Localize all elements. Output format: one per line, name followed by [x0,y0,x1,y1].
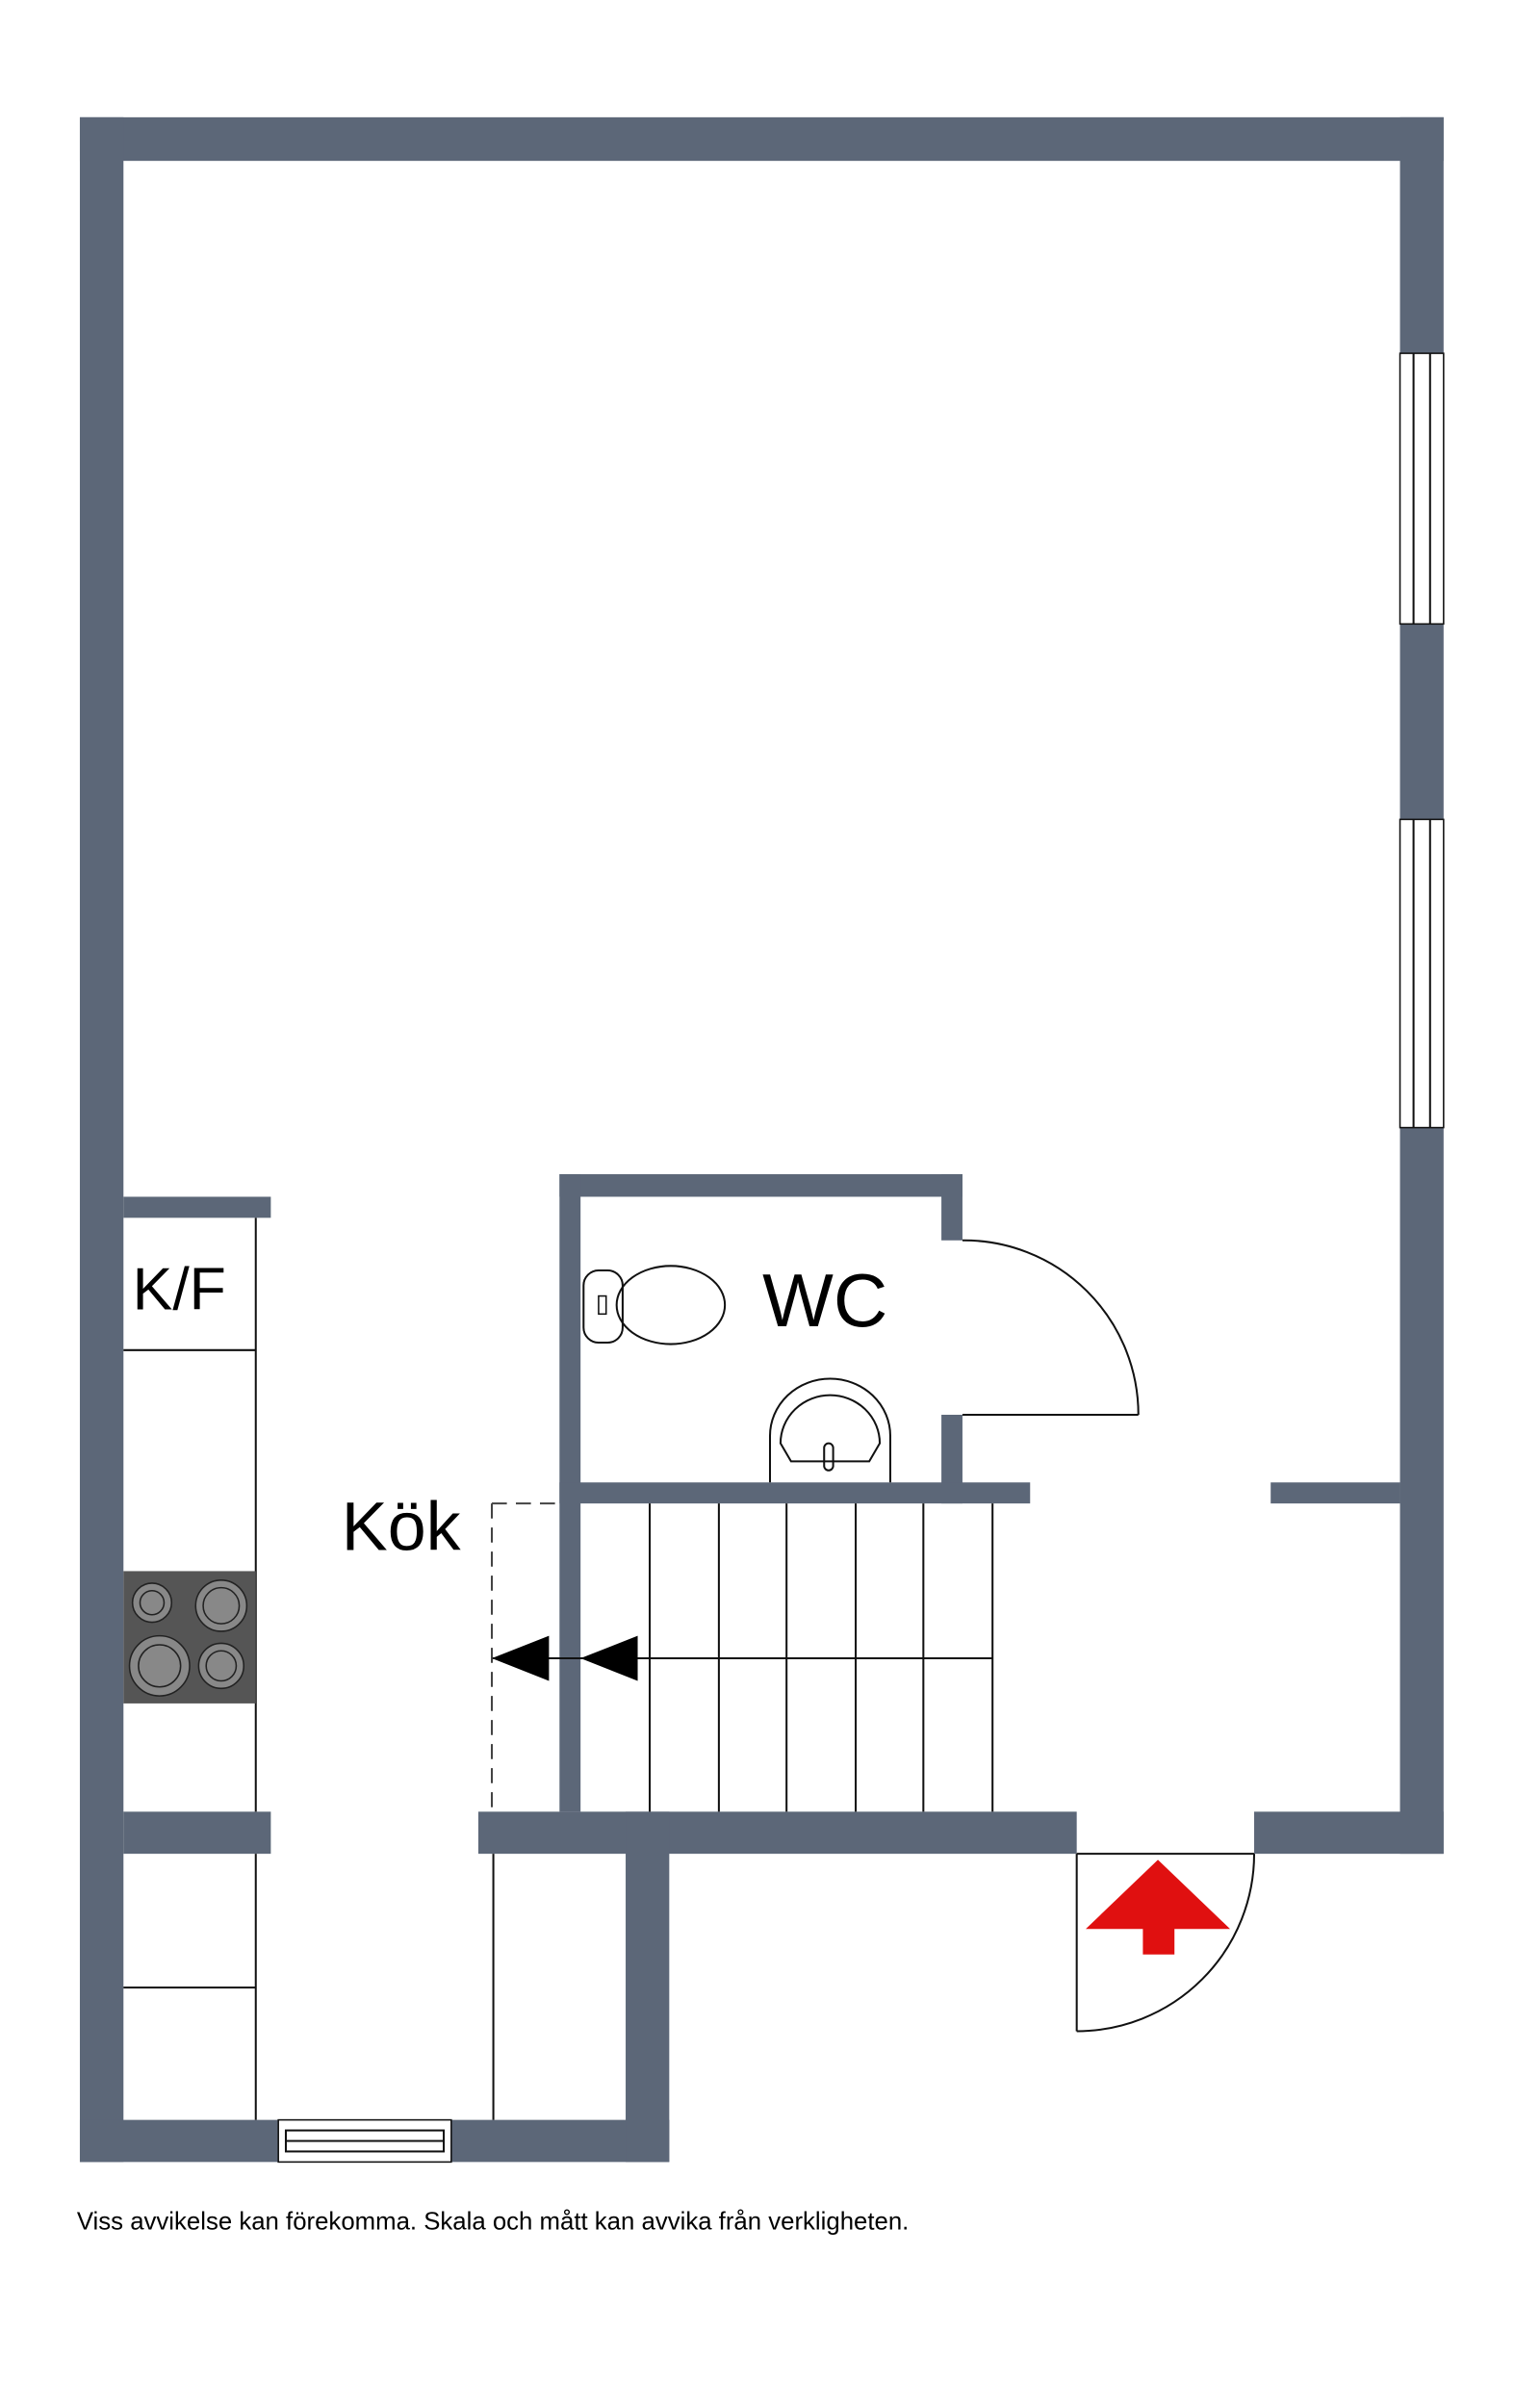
stairs [490,1502,994,1812]
stairs-direction-arrow-icon [492,1635,638,1681]
disclaimer-text: Viss avvikelse kan förekomma. Skala och … [77,2209,910,2236]
stove-icon [123,1571,256,1704]
sink-icon [768,1377,891,1483]
room-label-wc: WC [762,1258,887,1343]
window-icon [277,2118,452,2164]
room-label-kitchen: Kök [342,1489,462,1566]
room-label-fridge-freezer: K/F [133,1256,226,1323]
toilet-icon [582,1265,727,1345]
kitchen-counter [123,1217,495,2120]
walls [79,116,1444,2163]
entrance-arrow-icon [1086,1859,1231,1955]
window-icon [1399,818,1445,1129]
window-icon [1399,352,1445,626]
door-swing-icon [1075,1853,1256,2033]
door-swing-icon [962,1239,1140,1416]
